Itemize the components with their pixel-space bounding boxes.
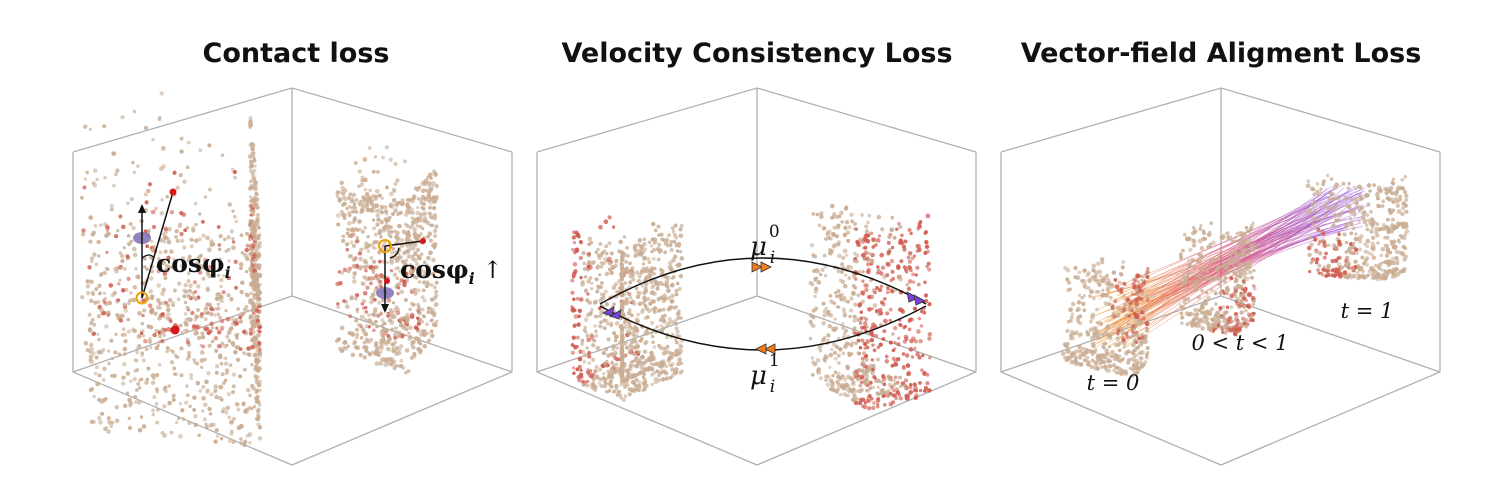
cos-phi-label-right: cosφi↑ [400, 255, 503, 288]
purple-arrowhead-left [602, 306, 622, 320]
time-label-t1: t = 1 [1341, 299, 1394, 323]
point-cloud-contact-left [79, 91, 263, 447]
contact-annotations-left: cosφi [133, 188, 231, 335]
cos-phi-label-left: cosφi [156, 249, 231, 282]
contact-point-orange-right [378, 239, 392, 253]
contact-point-red-bottom [170, 325, 180, 335]
purple-arrowhead-right [906, 291, 926, 306]
contact-point-orange-left [135, 291, 149, 305]
angle-arc-left [141, 254, 155, 259]
normal-arrowhead-left [138, 204, 146, 213]
angle-arc-right [389, 247, 400, 259]
contact-point-red-right-lower [384, 278, 390, 284]
point-cloud-tmid [1178, 221, 1257, 337]
contact-point-red-right [420, 238, 426, 244]
time-label-t0: t = 0 [1087, 371, 1140, 395]
point-cloud-velocity-right [808, 203, 933, 411]
orange-arrowhead-top [751, 261, 772, 273]
point-cloud-t1 [1305, 173, 1410, 282]
contact-point-red-top [169, 188, 177, 196]
point-cloud-t0 [1060, 257, 1150, 378]
time-label-tmid: 0 < t < 1 [1191, 331, 1288, 355]
axes-box-velocity [536, 87, 977, 466]
panel-title-contact-loss: Contact loss [202, 38, 390, 69]
contact-line-left [141, 191, 174, 299]
panel-title-velocity-consistency-loss: Velocity Consistency Loss [561, 38, 953, 69]
normal-arrowhead-right [381, 304, 389, 313]
panel-title-vector-field-alignment-loss: Vector-field Aligment Loss [1020, 38, 1422, 69]
velocity-arc-top [599, 257, 927, 305]
point-cloud-velocity-left [570, 215, 685, 403]
point-cloud-contact-right [334, 145, 439, 375]
orange-arrowhead-bottom [755, 343, 776, 355]
contact-annotations-right: cosφi↑ [376, 238, 503, 313]
